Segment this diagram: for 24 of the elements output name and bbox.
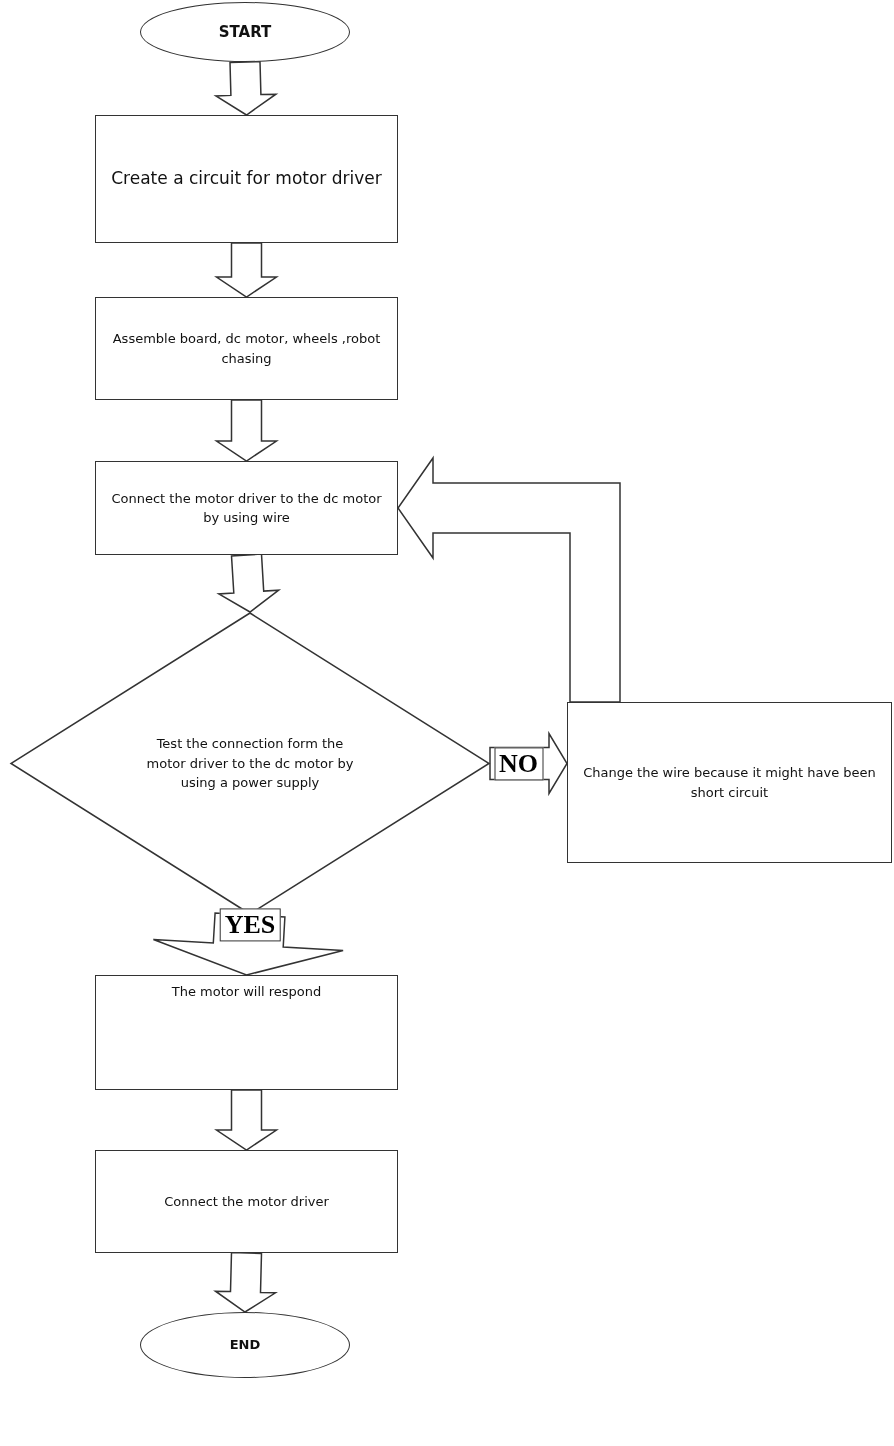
node-text: Assemble board, dc motor, wheels ,robot chasing <box>111 330 382 368</box>
process-box <box>95 297 398 400</box>
block-arrow <box>214 242 279 298</box>
node-text: END <box>229 1336 261 1355</box>
block-arrow <box>214 1089 279 1151</box>
block-arrow <box>213 60 279 116</box>
block-arrow <box>214 399 279 462</box>
node-text: Connect the motor driver to the dc motor by using wire <box>110 489 383 527</box>
node-text: Connect the motor driver <box>164 1192 329 1211</box>
node-text: Test the connection form the motor driver to the dc motor by using a power supply <box>145 735 355 793</box>
node-text: START <box>218 21 272 43</box>
process-box <box>95 975 398 1090</box>
process-box <box>95 115 398 243</box>
node-text: Change the wire because it might have been short circuit <box>582 764 877 802</box>
process-box <box>95 461 398 555</box>
edge-label: YES <box>219 908 281 942</box>
block-arrow <box>213 1251 278 1313</box>
process-box <box>95 1150 398 1253</box>
block-arrow <box>397 455 621 703</box>
block-arrow <box>216 553 282 613</box>
edge-label: NO <box>494 746 543 781</box>
node-text: The motor will respond <box>171 983 322 1001</box>
node-text: Create a circuit for motor driver <box>111 167 382 191</box>
process-box <box>567 702 892 863</box>
